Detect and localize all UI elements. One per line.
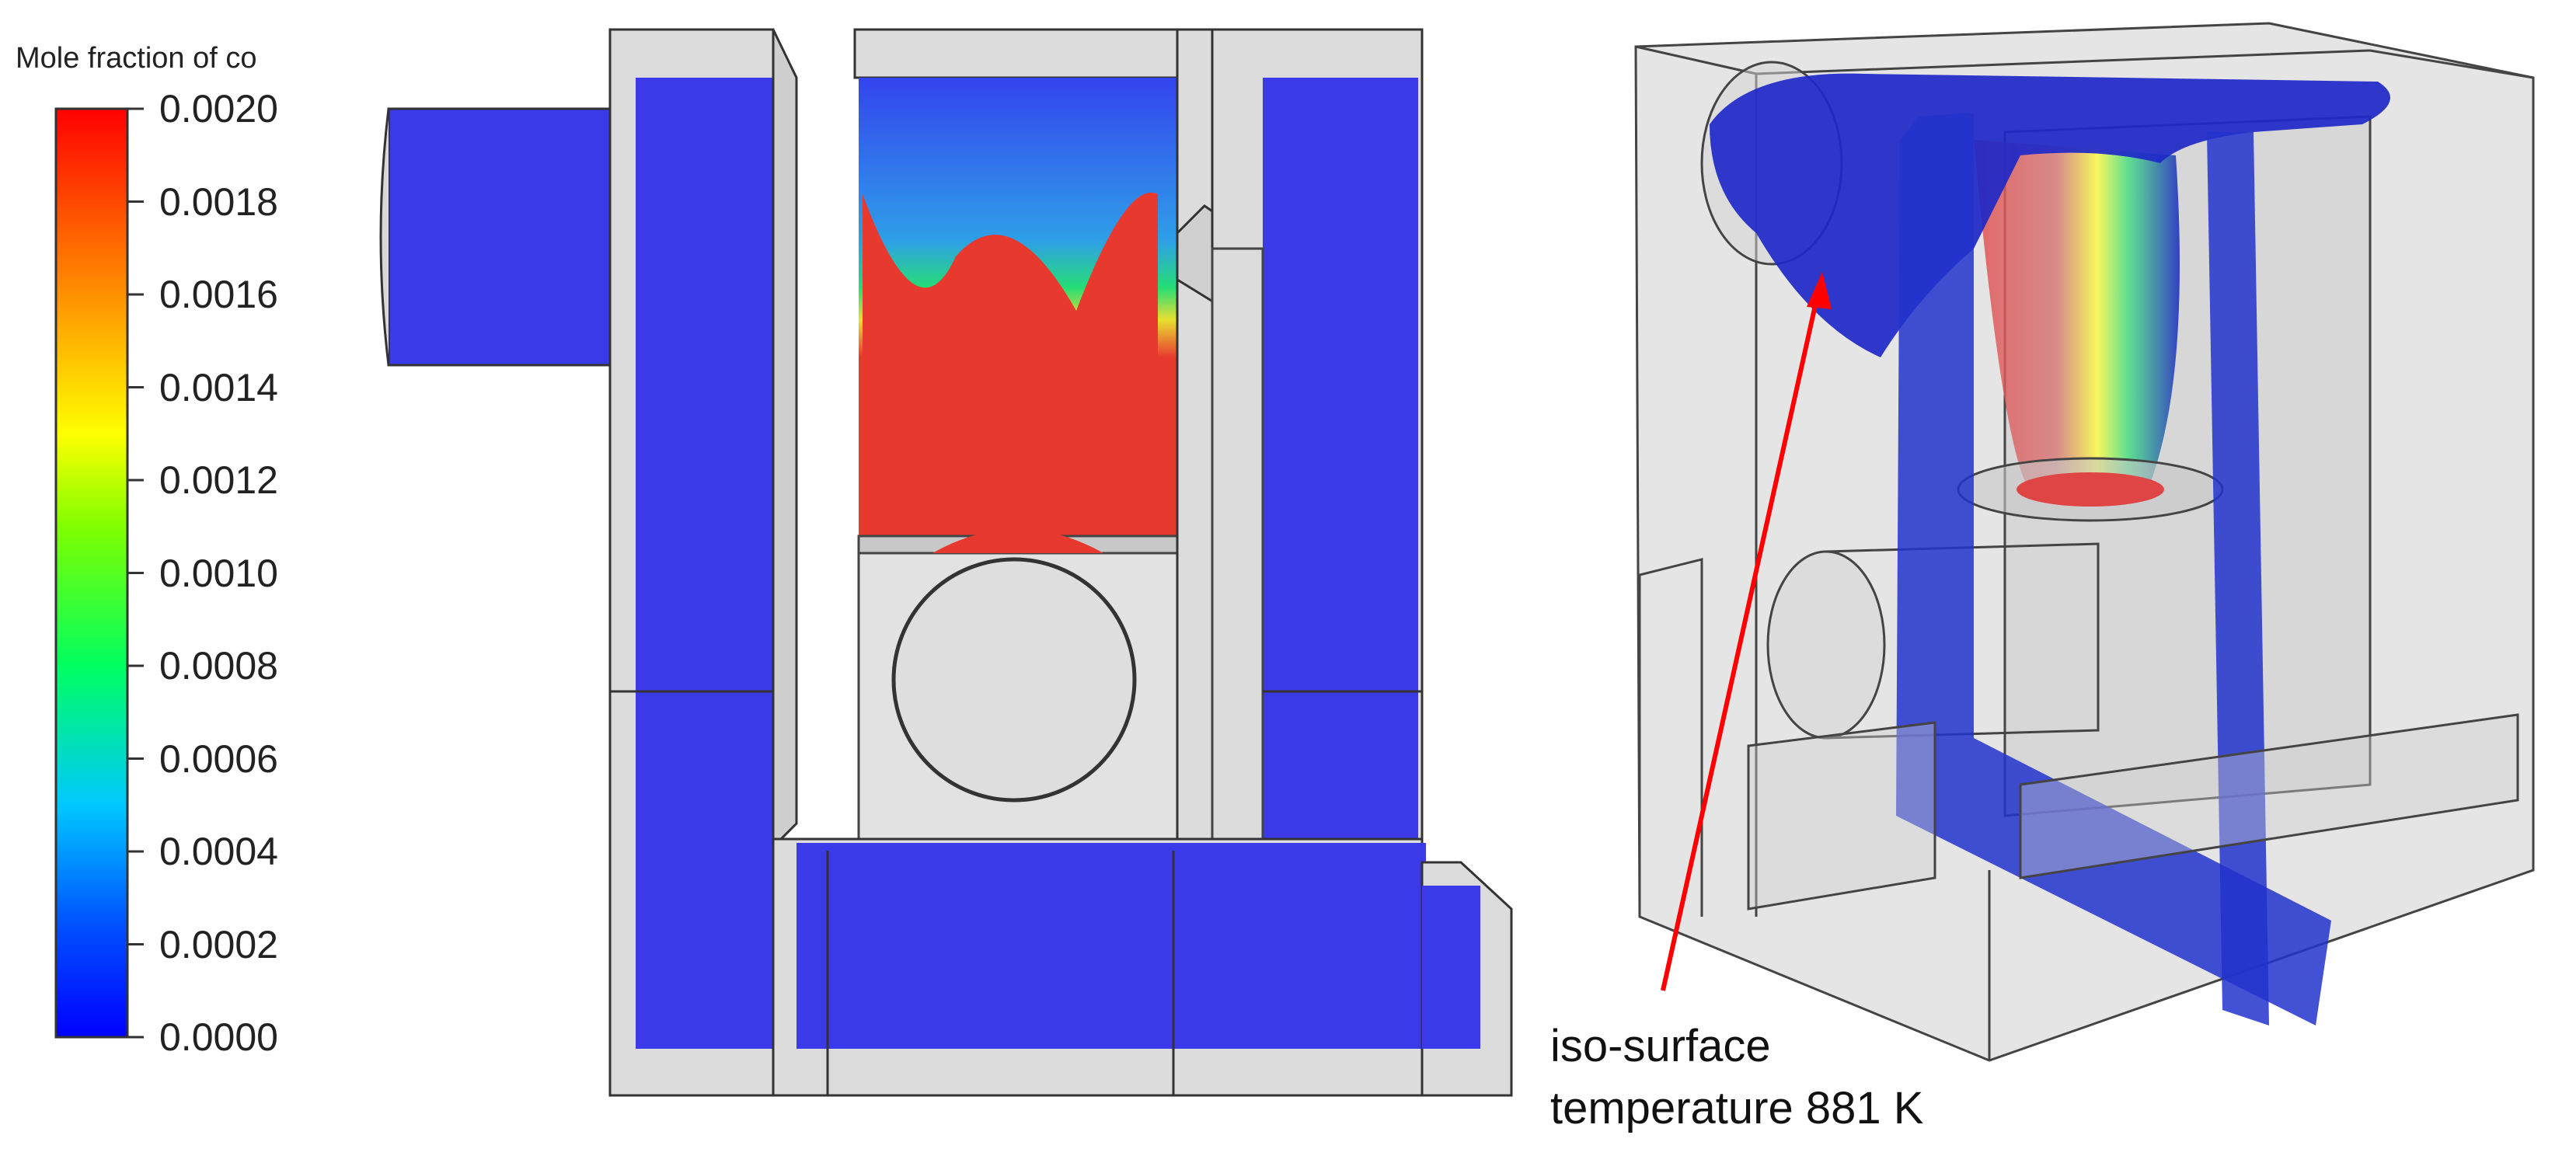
colorbar [54, 107, 129, 1039]
colorbar-tick-label: 0.0012 [159, 458, 278, 502]
colorbar-tick-label: 0.0006 [159, 736, 278, 781]
annotation-line-2: temperature 881 K [1550, 1083, 1924, 1133]
colorbar-tick-label: 0.0004 [159, 830, 278, 873]
colorbar-tick-label: 0.0018 [159, 179, 278, 224]
annotation-line-1: iso-surface [1550, 1021, 1771, 1071]
colorbar-tick-label: 0.0014 [159, 365, 278, 409]
isometric-3d-view [1634, 22, 2535, 1062]
colorbar-tick-label: 0.0016 [159, 273, 278, 316]
colorbar-tick-label: 0.0000 [159, 1015, 278, 1059]
colorbar-tick-label: 0.0002 [159, 922, 278, 966]
legend-title: Mole fraction of co [16, 42, 257, 75]
annotation-arrow [1661, 291, 1821, 991]
colorbar-tick-label: 0.0010 [159, 551, 278, 595]
colorbar-tick-label: 0.0008 [159, 644, 278, 688]
annotation-arrowhead [1807, 272, 1832, 309]
colorbar-tick-label: 0.0020 [159, 87, 278, 131]
cross-section-2d [379, 28, 1513, 1097]
